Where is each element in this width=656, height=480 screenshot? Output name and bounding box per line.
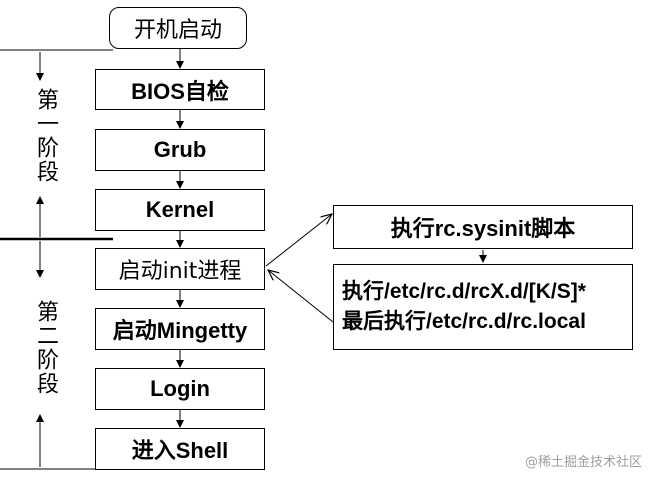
stage2-label: 第二阶段 — [33, 300, 58, 396]
rc-scripts-box: 执行/etc/rc.d/rcX.d/[K/S]* 最后执行/etc/rc.d/r… — [333, 264, 633, 350]
stage1-label: 第一阶段 — [33, 88, 58, 184]
sysinit-box: 执行rc.sysinit脚本 — [333, 205, 633, 249]
grub-box: Grub — [95, 129, 265, 171]
login-box: Login — [95, 368, 265, 410]
rc-line2: 最后执行/etc/rc.d/rc.local — [342, 310, 586, 333]
shell-box: 进入Shell — [95, 428, 265, 470]
mingetty-box: 启动Mingetty — [95, 308, 265, 350]
watermark: @稀土掘金技术社区 — [524, 455, 642, 470]
bios-box: BIOS自检 — [95, 69, 265, 110]
kernel-box: Kernel — [95, 189, 265, 231]
init-box: 启动init进程 — [95, 248, 265, 290]
rc-line1: 执行/etc/rc.d/rcX.d/[K/S]* — [342, 280, 586, 303]
boot-box: 开机启动 — [109, 7, 247, 49]
